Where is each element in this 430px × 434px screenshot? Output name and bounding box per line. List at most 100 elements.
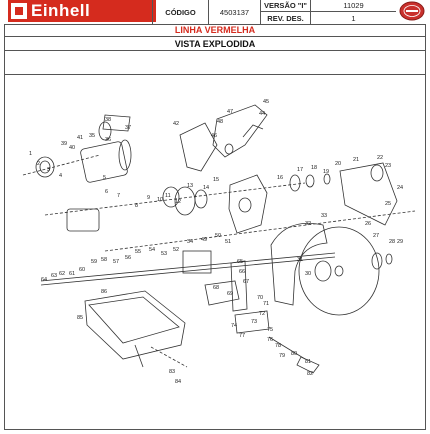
callout-label: 14 — [203, 185, 209, 191]
einhell-logo: Einhell — [8, 0, 156, 22]
callout-label: 83 — [169, 369, 175, 375]
callout-label: 26 — [365, 221, 371, 227]
callout-label: 85 — [77, 315, 83, 321]
callout-label: 7 — [117, 193, 120, 199]
callout-label: 11 — [165, 193, 171, 199]
callout-label: 72 — [259, 311, 265, 317]
callout-label: 55 — [135, 249, 141, 255]
motor-assembly — [22, 114, 132, 183]
versao-label-cell: VERSÃO "I" — [260, 0, 310, 12]
callout-label: 39 — [61, 141, 67, 147]
callout-label: 73 — [251, 319, 257, 325]
callout-label: 58 — [101, 257, 107, 263]
callout-label: 29 — [397, 239, 403, 245]
callout-label: 67 — [243, 279, 249, 285]
quality-seal-icon — [398, 0, 426, 22]
callout-label: 71 — [263, 301, 269, 307]
callout-label: 46 — [211, 133, 217, 139]
view-title: VISTA EXPLODIDA — [174, 38, 256, 49]
callout-label: 38 — [105, 117, 111, 123]
blank-row — [4, 51, 426, 74]
callout-label: 78 — [275, 343, 281, 349]
callout-label: 66 — [239, 269, 245, 275]
callout-label: 68 — [213, 285, 219, 291]
callout-label: 61 — [69, 271, 75, 277]
callout-label: 27 — [373, 233, 379, 239]
callout-label: 42 — [173, 121, 179, 127]
callout-label: 6 — [105, 189, 108, 195]
product-line-title: LINHA VERMELHA — [174, 25, 256, 35]
codigo-label-cell: CÓDIGO — [152, 0, 208, 24]
callout-label: 54 — [149, 247, 155, 253]
callout-label: 30 — [305, 271, 311, 277]
callout-label: 80 — [291, 351, 297, 357]
callout-label: 28 — [389, 239, 395, 245]
callout-label: 15 — [213, 177, 219, 183]
rev-label-cell: REV. DES. — [260, 12, 310, 24]
callout-label: 62 — [59, 271, 65, 277]
callout-label: 50 — [215, 233, 221, 239]
callout-label: 16 — [277, 175, 283, 181]
codigo-value: 4503137 — [219, 7, 250, 17]
callout-label: 69 — [227, 291, 233, 297]
callout-label: 70 — [257, 295, 263, 301]
document-header: Einhell CÓDIGO 4503137 VERSÃO "I" 11029 … — [4, 0, 426, 25]
callout-label: 57 — [113, 259, 119, 265]
callout-label: 31 — [297, 257, 303, 263]
callout-label: 53 — [161, 251, 167, 257]
callout-label: 48 — [217, 119, 223, 125]
callout-label: 24 — [397, 185, 403, 191]
view-title-row: VISTA EXPLODIDA — [4, 37, 426, 51]
callout-label: 12 — [175, 199, 181, 205]
callout-label: 64 — [41, 277, 47, 283]
versao-value: 11029 — [343, 1, 364, 10]
callout-label: 34 — [187, 239, 193, 245]
callout-label: 45 — [263, 99, 269, 105]
callout-label: 74 — [231, 323, 237, 329]
blade-guard — [270, 222, 332, 306]
callout-label: 13 — [187, 183, 193, 189]
callout-label: 60 — [79, 267, 85, 273]
callout-label: 56 — [125, 255, 131, 261]
callout-label: 21 — [353, 157, 359, 163]
callout-label: 33 — [321, 213, 327, 219]
callout-label: 82 — [307, 371, 313, 377]
callout-label: 81 — [305, 359, 311, 365]
callout-label: 76 — [267, 337, 273, 343]
exploded-view-drawing: 4544474846423738363541403912345678910111… — [22, 99, 416, 385]
handle-assembly — [179, 104, 268, 172]
brand-name: Einhell — [31, 1, 91, 20]
callout-label: 23 — [385, 163, 391, 169]
callout-label: 25 — [385, 201, 391, 207]
callout-label: 65 — [237, 259, 243, 265]
callout-label: 19 — [323, 169, 329, 175]
callout-label: 59 — [91, 259, 97, 265]
callout-label: 84 — [175, 379, 181, 385]
callout-label: 75 — [267, 327, 273, 333]
callout-label: 10 — [157, 197, 163, 203]
versao-value-cell: 11029 — [310, 0, 396, 12]
base-plate — [84, 290, 188, 368]
rev-value-cell: 1 — [310, 12, 396, 24]
callout-label: 9 — [147, 195, 150, 201]
einhell-logo-mark-icon — [11, 3, 27, 19]
callout-label: 51 — [225, 239, 231, 245]
pivot-shaft — [40, 250, 336, 312]
callout-label: 77 — [239, 333, 245, 339]
callout-label: 32 — [305, 221, 311, 227]
cutting-disc — [298, 226, 393, 316]
vise-assembly — [204, 280, 320, 374]
callout-label: 4 — [59, 173, 62, 179]
callout-label: 63 — [51, 273, 57, 279]
rev-label: REV. DES. — [267, 13, 304, 23]
product-line-row: LINHA VERMELHA — [4, 24, 426, 37]
callout-label: 8 — [135, 203, 138, 209]
callout-label: 20 — [335, 161, 341, 167]
callout-label: 37 — [125, 125, 131, 131]
callout-label: 1 — [29, 151, 32, 157]
codigo-label: CÓDIGO — [165, 7, 196, 17]
callout-label: 2 — [37, 161, 40, 167]
